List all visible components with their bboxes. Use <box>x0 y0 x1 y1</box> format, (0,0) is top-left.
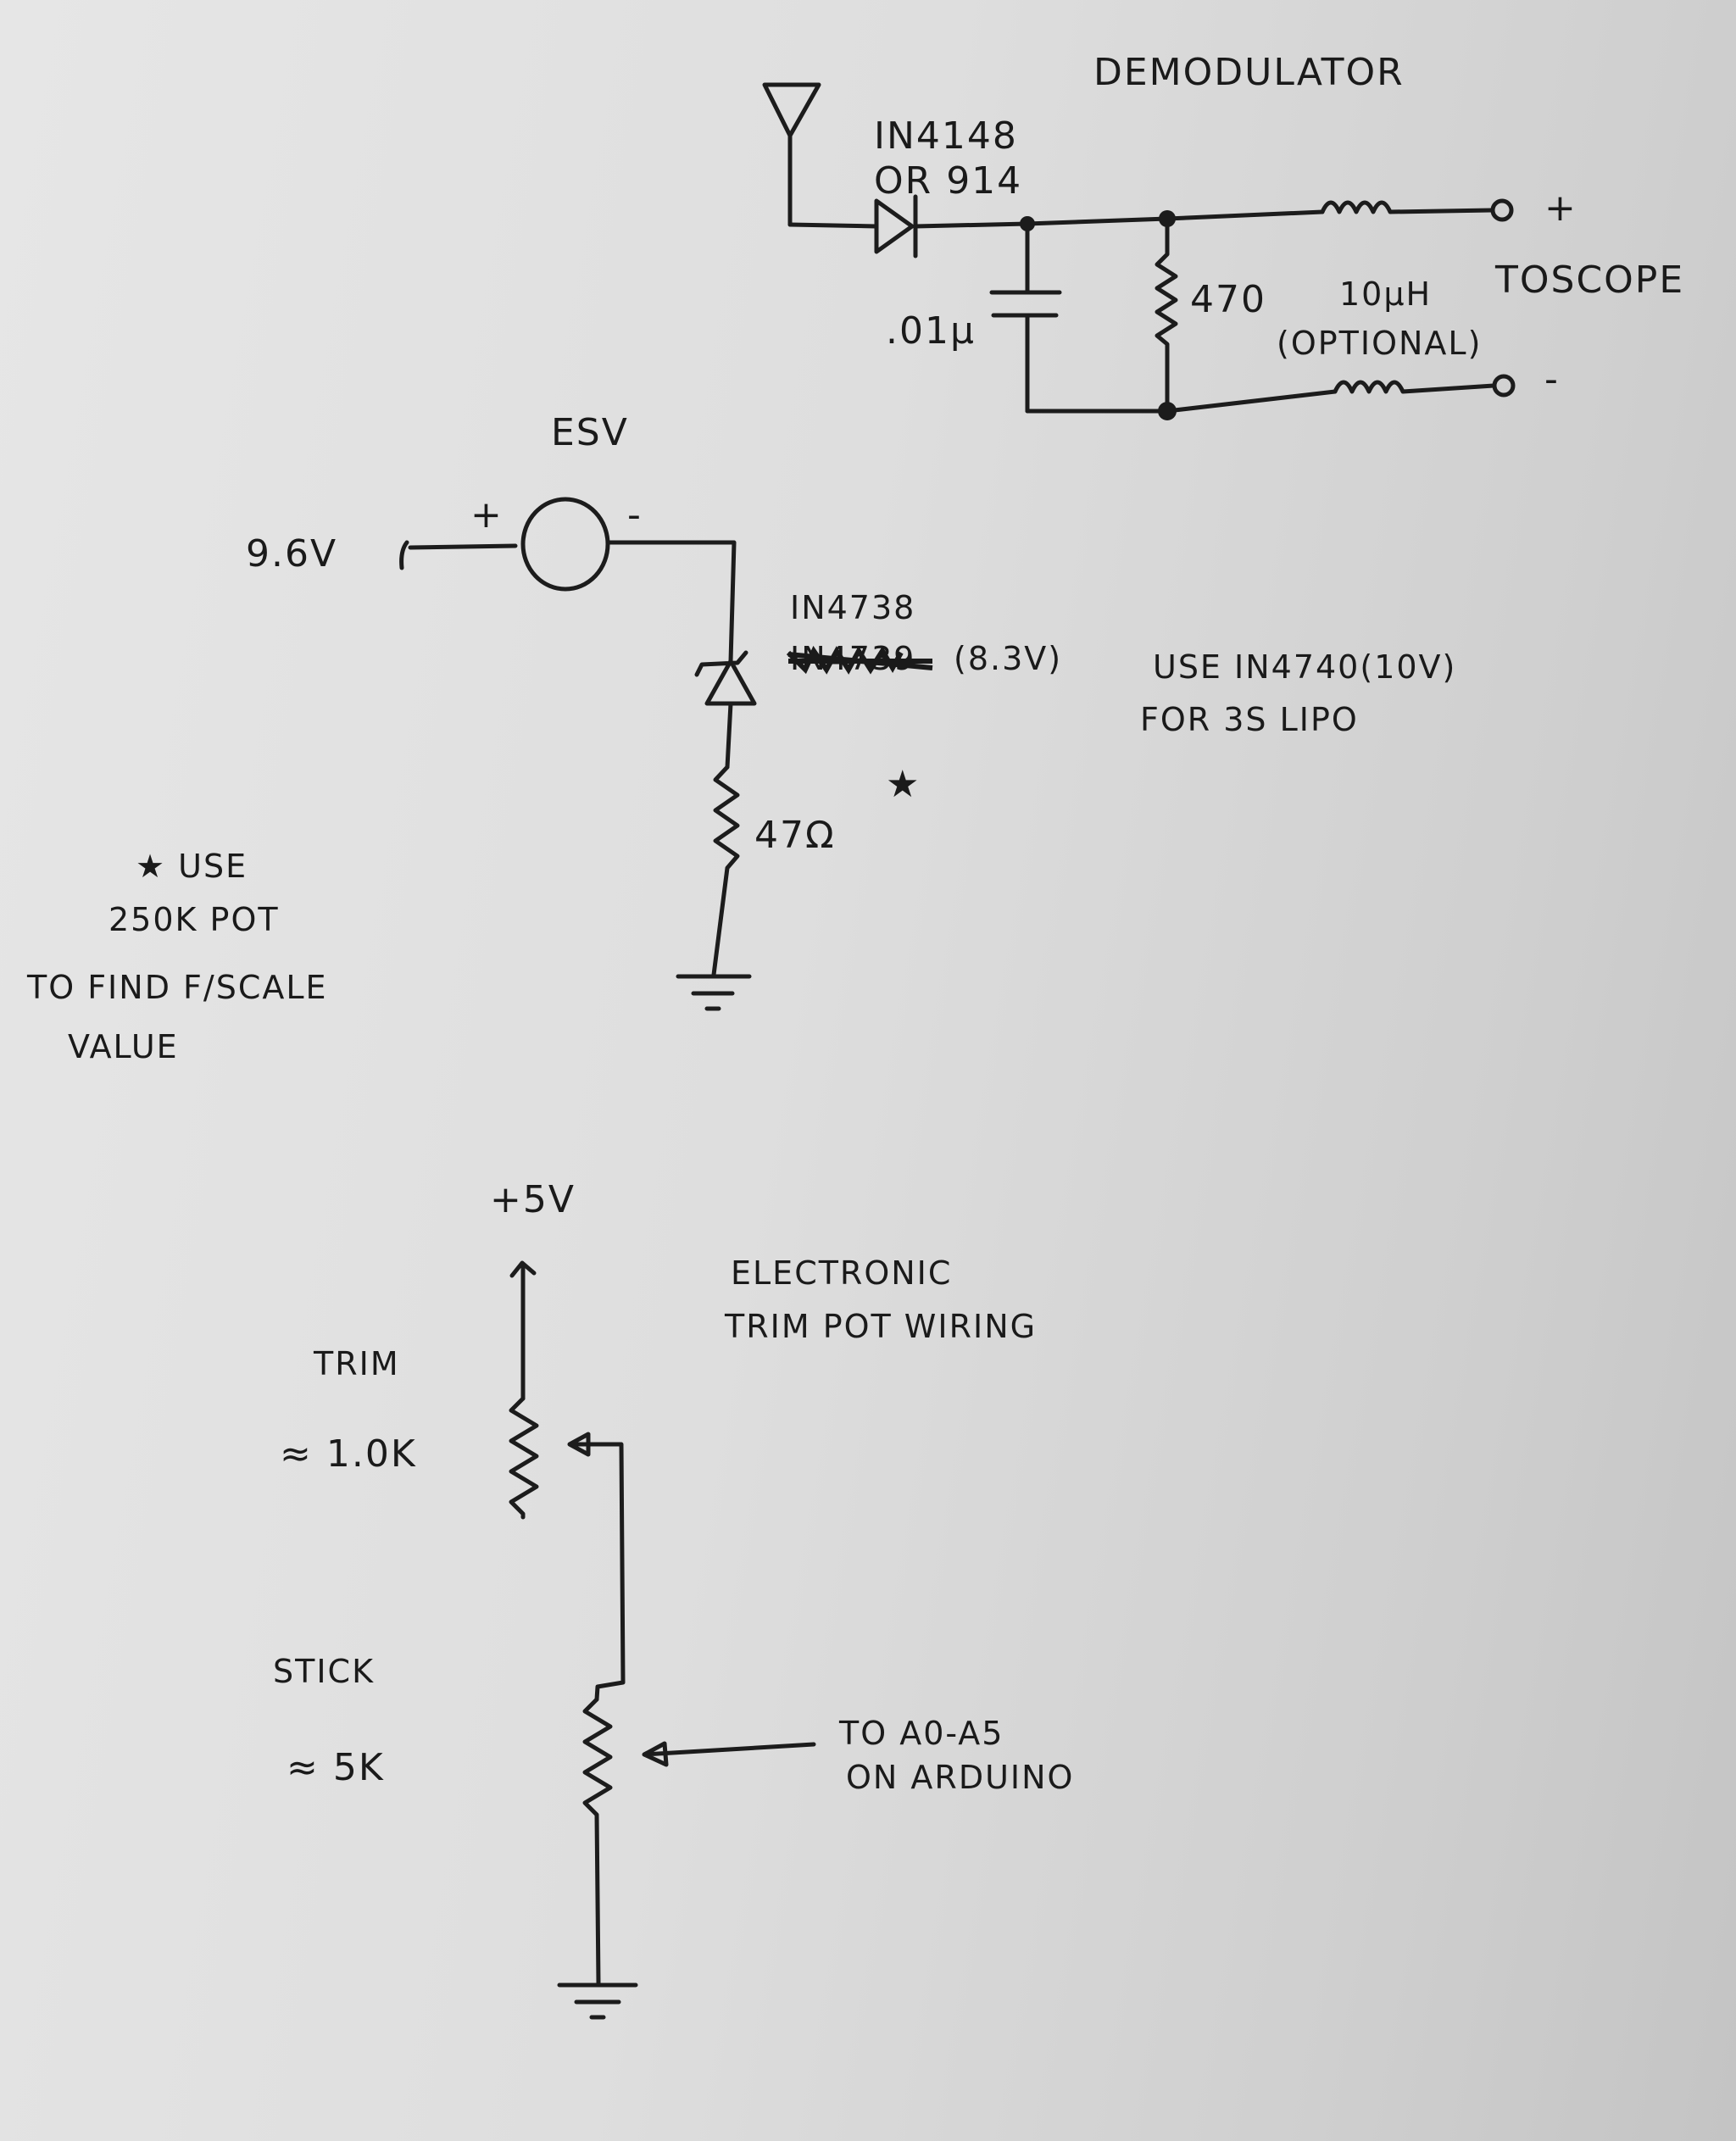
inductor-icon <box>1320 200 1494 214</box>
esv-meter-icon <box>520 497 610 592</box>
inductor-label: 10µH <box>1339 275 1432 313</box>
antenna-icon <box>762 82 821 227</box>
circuit-title: ELECTRONIC <box>731 1254 952 1292</box>
inductor-note: (OPTIONAL) <box>1277 325 1482 362</box>
ground-icon <box>557 1983 638 2020</box>
zener-label: IN4738 <box>790 589 915 626</box>
diode-label: IN4148 <box>874 114 1018 158</box>
zener-voltage: (8.3V) <box>954 640 1062 677</box>
note-line: VALUE <box>68 1028 179 1065</box>
alt-zener-note: USE IN4740(10V) <box>1153 648 1456 686</box>
stick-pot-icon <box>582 1697 613 1986</box>
output-label: TO A0-A5 <box>838 1715 1004 1752</box>
zener-diode-icon <box>694 650 757 770</box>
resistor-icon <box>711 765 740 977</box>
stick-label: STICK <box>273 1653 375 1690</box>
output-label-2: ON ARDUINO <box>846 1759 1074 1796</box>
capacitor-label: .01µ <box>886 309 976 353</box>
diode-icon <box>874 194 918 259</box>
resistor-icon <box>1155 216 1178 414</box>
trim-wiper-arrow <box>567 1432 626 1702</box>
esv-title: ESV <box>551 411 629 454</box>
circuit-title-2: TRIM POT WIRING <box>724 1308 1037 1345</box>
trim-pot-icon <box>509 1396 539 1520</box>
trim-value: ≈ 1.0K <box>280 1432 417 1476</box>
demodulator-title: DEMODULATOR <box>1093 51 1405 94</box>
minus-sign: - <box>627 493 643 537</box>
wire-supply <box>399 540 518 570</box>
inductor-icon <box>1333 380 1496 394</box>
plus-sign: + <box>470 493 504 537</box>
supply-label: +5V <box>490 1178 576 1221</box>
capacitor-icon <box>989 221 1062 414</box>
trim-pot-circuit: +5V ELECTRONIC TRIM POT WIRING TRIM ≈ 1.… <box>273 1178 1074 2020</box>
junction-dot <box>1158 402 1177 420</box>
pot-note: ★ USE 250K POT TO FIND F/SCALE VALUE <box>26 848 328 1065</box>
minus-terminal <box>1492 374 1516 398</box>
esv-circuit: ESV 9.6V + - IN4738 IN4739 (8.3V) USE IN… <box>246 411 1456 1011</box>
wire-top-rail <box>913 209 1325 229</box>
scribble-strike <box>786 645 933 675</box>
wire-antenna-diode <box>787 222 879 229</box>
alt-zener-note-2: FOR 3S LIPO <box>1140 701 1359 738</box>
plus-terminal <box>1490 198 1514 222</box>
plus-terminal-label: + <box>1544 186 1577 230</box>
scope-output-label: TOSCOPE <box>1494 259 1684 302</box>
note-line: 250K POT <box>108 901 280 938</box>
supply-label: 9.6V <box>246 532 337 576</box>
stick-value: ≈ 5K <box>287 1746 385 1789</box>
trim-label: TRIM <box>313 1345 400 1382</box>
resistor-label: 470 <box>1190 278 1266 321</box>
ground-icon <box>676 974 752 1011</box>
minus-terminal-label: - <box>1544 358 1560 401</box>
note-line: ★ USE <box>136 848 248 885</box>
demodulator-circuit: DEMODULATOR IN4148 OR 914 + .01µ 470 - 1… <box>762 51 1684 420</box>
star-marker: ★ <box>886 763 921 806</box>
resistor-label: 47Ω <box>754 814 836 857</box>
wire-bottom-rail <box>1025 389 1338 414</box>
supply-arrow-icon <box>509 1260 537 1401</box>
stick-wiper-arrow <box>642 1741 816 1767</box>
note-line: TO FIND F/SCALE <box>26 969 328 1006</box>
diode-alt-label: OR 914 <box>874 159 1022 203</box>
wire-esv-zener <box>605 540 737 664</box>
